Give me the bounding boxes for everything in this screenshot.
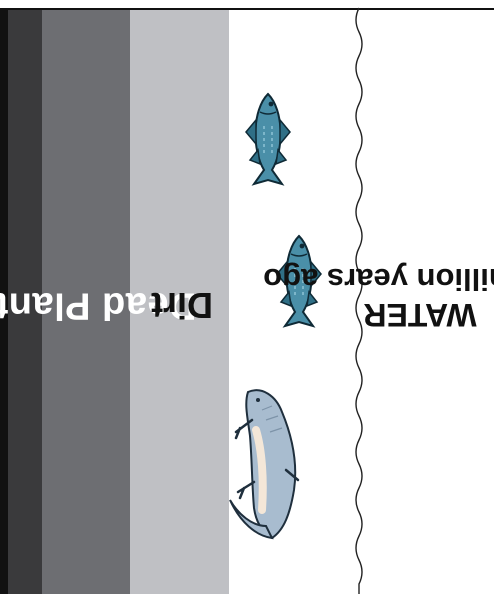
lizard-icon [230,390,298,538]
water-label-group: WATER 100 million years ago [263,261,494,333]
water-title: WATER [263,297,494,333]
water-age: 100 million years ago [263,261,494,297]
fish-icon [246,94,290,184]
dirt-label: Dirt [151,284,213,326]
